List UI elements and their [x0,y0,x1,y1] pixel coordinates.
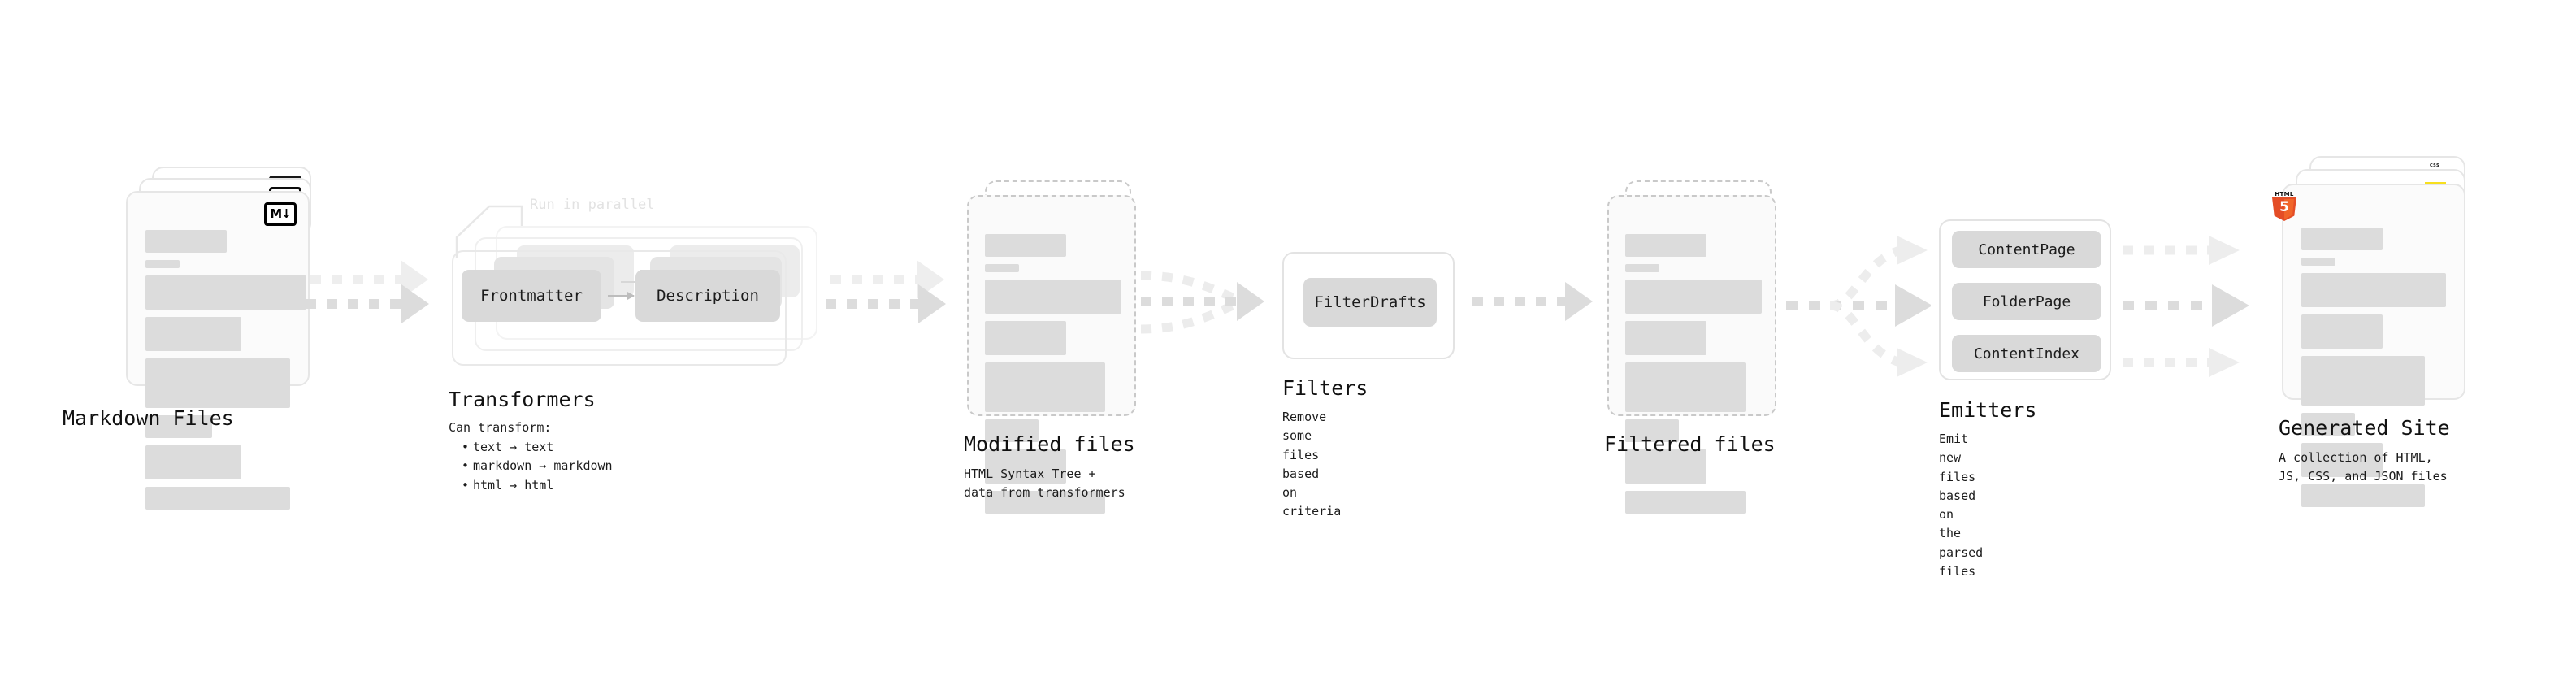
connector-transformers-to-modified [826,284,946,323]
filters-subtitle: Remove some files based on criteria [1282,410,1342,519]
filtered-file-stack [1607,180,1783,514]
arrow-head-icon [918,284,946,323]
html5-icon: HTML 5 [2272,191,2296,221]
document-placeholder-lines [2301,228,2446,514]
stage-transformers: Run in parallel Frontmatter Description … [449,195,834,495]
connector-transformers-to-modified-ghost [830,260,944,299]
document-placeholder-lines [145,230,306,517]
filters-box: FilterDrafts [1282,252,1455,359]
markdown-file-stack: M↓ M↓ M↓ [126,167,313,510]
transformer-inner-arrow-icon [608,292,635,300]
stage-filtered-files: Filtered files [1604,180,1783,514]
connector-dashes [310,275,401,284]
stage-title-modified-files: Modified files [964,432,1135,456]
html5-icon-label: HTML [2275,191,2294,197]
css3-icon-label: CSS [2430,163,2439,168]
stage-generated-site: CSS HTML 5 [2272,156,2469,507]
connector-dashes [1472,297,1566,306]
generated-site-file-stack: CSS HTML 5 [2272,156,2469,507]
site-card-front: HTML 5 [2272,184,2465,507]
transformers-subtitle-heading: Can transform: [449,420,552,435]
transformers-capability-list: text → text markdown → markdown html → h… [462,438,613,495]
run-in-parallel-label: Run in parallel [530,197,655,213]
connector-dashes [306,299,402,309]
connector-filters-to-filtered [1472,282,1593,321]
emitters-box: ContentPage FolderPage ContentIndex [1939,219,2111,380]
filter-pill-filterdrafts[interactable]: FilterDrafts [1303,278,1437,327]
stage-title-transformers: Transformers [449,388,596,411]
emitter-pill-contentpage[interactable]: ContentPage [1952,231,2101,268]
generated-site-subtitle: A collection of HTML, JS, CSS, and JSON … [2279,450,2448,484]
connector-filtered-to-emitters-fanout [1786,236,1931,377]
html5-shield-inner-shape [2284,199,2294,219]
modified-card-front [967,195,1136,514]
stage-title-emitters: Emitters [1939,398,2037,422]
stage-title-markdown-files: Markdown Files [63,406,234,430]
connector-dashes [826,299,919,309]
arrow-head-icon [1565,282,1593,321]
connector-emitters-to-site [2123,236,2249,377]
modified-file-stack [967,180,1143,514]
connector-md-to-transformers-ghost [310,260,428,299]
connector-md-to-transformers [306,284,429,323]
filtered-card-front [1607,195,1776,514]
markdown-card-front: M↓ [126,191,310,510]
emitter-pill-contentindex[interactable]: ContentIndex [1952,335,2101,372]
connector-modified-to-filters [1141,282,1264,321]
stage-modified-files: Modified files HTML Syntax Tree + data f… [964,180,1143,514]
list-item: text → text [462,438,613,458]
connector-dashes [1141,297,1238,306]
transformer-pill-frontmatter[interactable]: Frontmatter [462,270,601,322]
html5-icon-number: 5 [2279,199,2289,215]
stage-markdown-files: M↓ M↓ M↓ Markdown Files [63,167,313,510]
transformer-pill-description[interactable]: Description [635,270,780,322]
arrow-head-icon [1237,282,1264,321]
emitter-pill-folderpage[interactable]: FolderPage [1952,283,2101,320]
document-placeholder-lines [1625,234,1762,521]
modified-files-subtitle: HTML Syntax Tree + data from transformer… [964,466,1125,501]
stage-title-generated-site: Generated Site [2279,416,2450,440]
stage-title-filtered-files: Filtered files [1604,432,1776,456]
list-item: markdown → markdown [462,457,613,476]
document-placeholder-lines [985,234,1121,521]
connector-dashes [830,275,917,284]
markdown-icon: M↓ [264,202,297,226]
run-in-parallel-bracket-icon [455,205,523,258]
emitters-subtitle: Emit new files based on the parsed files [1939,432,1984,579]
transformer-box-front: Frontmatter Description [452,250,787,366]
list-item: html → html [462,476,613,496]
stage-title-filters: Filters [1282,376,1368,400]
arrow-head-icon [401,284,429,323]
